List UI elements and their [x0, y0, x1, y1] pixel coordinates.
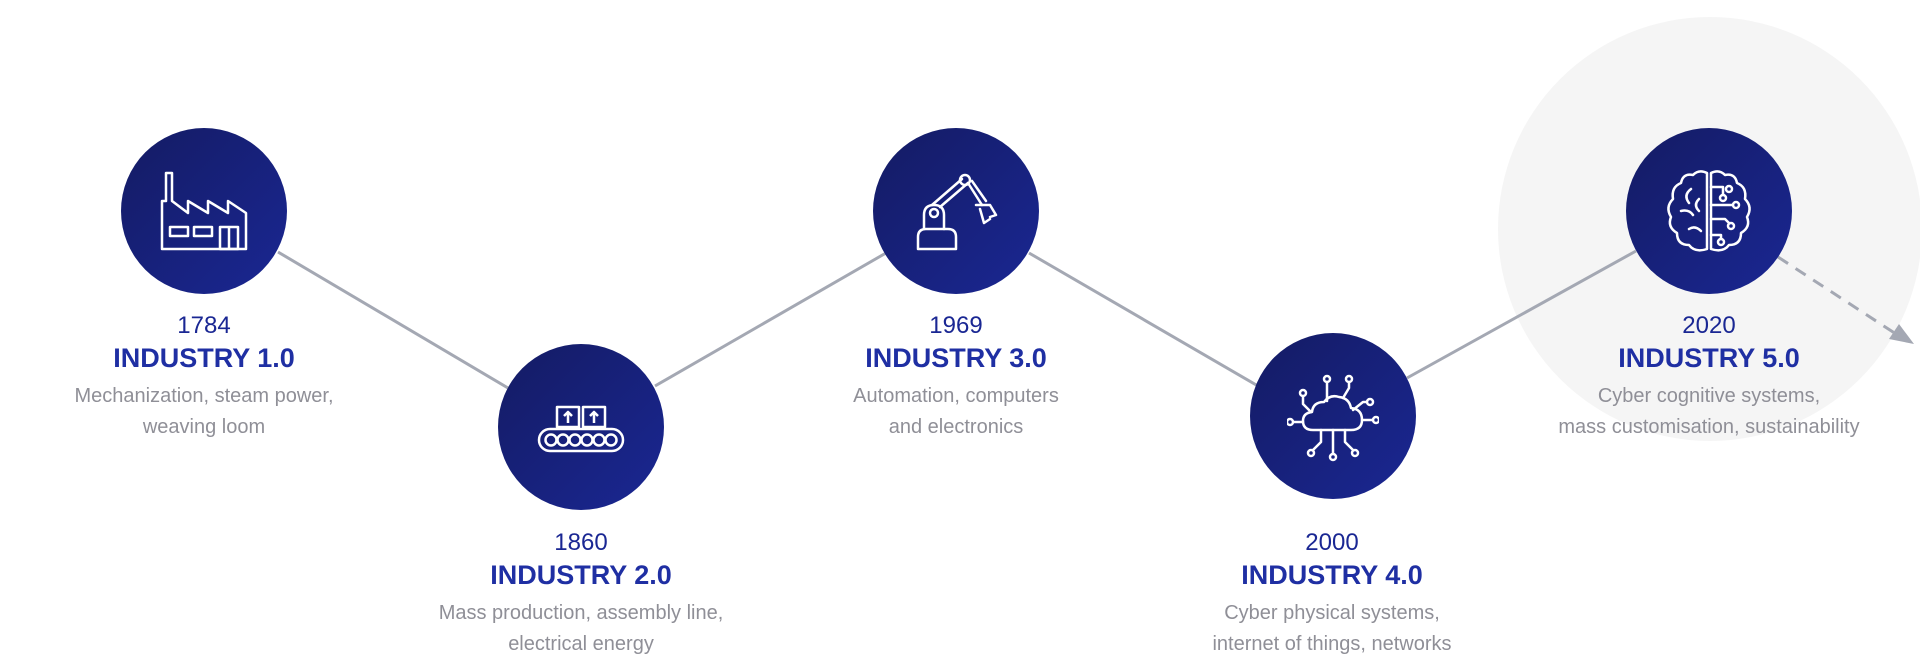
stage-1-description: Mechanization, steam power,weaving loom [74, 385, 334, 438]
stage-2-node [498, 344, 664, 510]
connector-2-3 [654, 251, 887, 388]
stage-3-year: 1969 [929, 312, 983, 339]
stage-2-description: Mass production, assembly line,electrica… [438, 602, 724, 655]
stage-4-year: 2000 [1305, 529, 1359, 556]
stage-5-title: INDUSTRY 5.0 [1618, 343, 1800, 373]
stage-4-description: Cyber physical systems,internet of thing… [1212, 602, 1452, 655]
factory-icon [160, 171, 248, 251]
robot-arm-icon [916, 173, 998, 251]
stage-5-node [1626, 128, 1792, 294]
stage-1-label: 1784 INDUSTRY 1.0 Mechanization, steam p… [0, 311, 414, 443]
stage-5-description: Cyber cognitive systems,mass customisati… [1558, 385, 1860, 438]
stage-5-label: 2020 INDUSTRY 5.0 Cyber cognitive system… [1499, 311, 1919, 443]
stage-4-node [1250, 333, 1416, 499]
brain-chip-icon [1667, 170, 1751, 252]
cloud-network-icon [1287, 374, 1379, 462]
future-dashed-connector [1777, 255, 1897, 336]
stage-4-label: 2000 INDUSTRY 4.0 Cyber physical systems… [1122, 528, 1542, 660]
connector-3-4 [1028, 251, 1259, 388]
connector-4-5 [1406, 249, 1637, 380]
stage-5-year: 2020 [1682, 312, 1736, 339]
stage-3-title: INDUSTRY 3.0 [865, 343, 1047, 373]
stage-2-label: 1860 INDUSTRY 2.0 Mass production, assem… [371, 528, 791, 660]
connector-1-2 [277, 250, 509, 390]
stage-2-title: INDUSTRY 2.0 [490, 560, 672, 590]
future-arrow-head [1889, 324, 1914, 344]
conveyor-belt-icon [537, 405, 625, 453]
stage-3-node [873, 128, 1039, 294]
stage-1-year: 1784 [177, 312, 231, 339]
stage-4-title: INDUSTRY 4.0 [1241, 560, 1423, 590]
stage-1-title: INDUSTRY 1.0 [113, 343, 295, 373]
stage-2-year: 1860 [554, 529, 608, 556]
stage-1-node [121, 128, 287, 294]
